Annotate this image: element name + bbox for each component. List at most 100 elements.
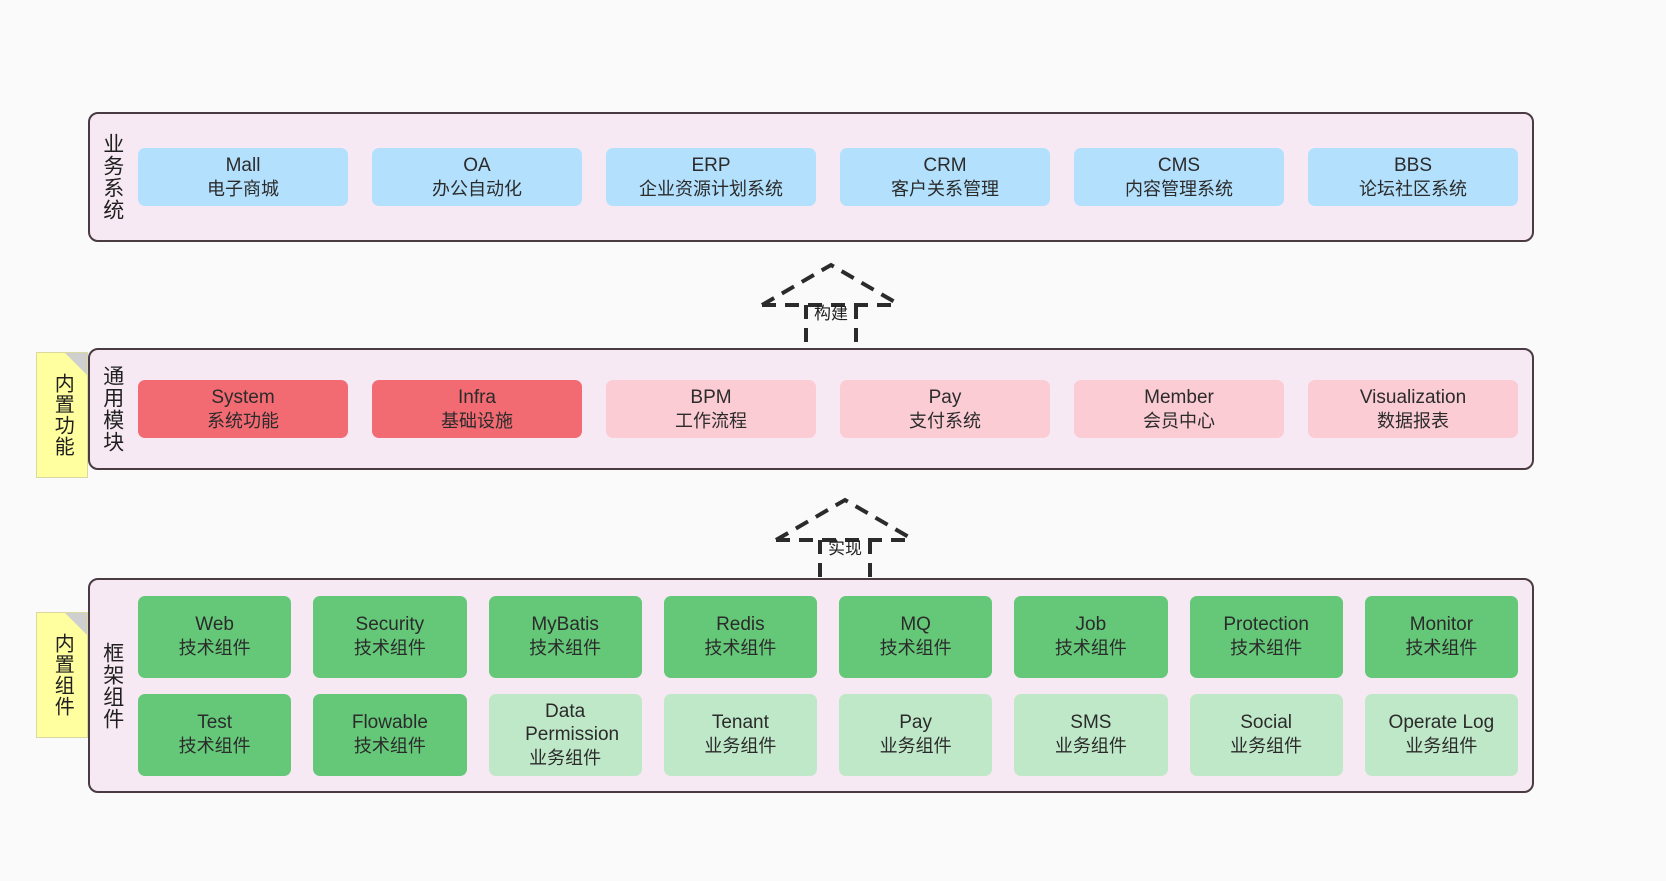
node-security-desc: 技术组件 — [353, 638, 426, 659]
node-pay-module[interactable]: Pay 支付系统 — [840, 379, 1050, 439]
node-redis[interactable]: Redis 技术组件 — [663, 595, 817, 678]
layer-business-systems-label: 业务系统 — [100, 133, 124, 221]
node-test-title: Test — [197, 712, 233, 734]
node-bbs[interactable]: BBS 论坛社区系统 — [1308, 147, 1518, 207]
node-mall[interactable]: Mall 电子商城 — [138, 147, 348, 207]
node-oa-title: OA — [463, 154, 491, 176]
node-security[interactable]: Security 技术组件 — [313, 595, 467, 678]
node-redis-desc: 技术组件 — [704, 638, 777, 659]
node-bpm-title: BPM — [690, 386, 732, 408]
node-visualization[interactable]: Visualization 数据报表 — [1308, 379, 1518, 439]
node-crm[interactable]: CRM 客户关系管理 — [840, 147, 1050, 207]
node-flowable-title: Flowable — [351, 712, 428, 734]
node-member[interactable]: Member 会员中心 — [1074, 379, 1284, 439]
node-redis-title: Redis — [716, 614, 765, 636]
layer-common-modules-body: System 系统功能 Infra 基础设施 BPM 工作流程 Pay 支付系统… — [134, 350, 1532, 468]
node-monitor[interactable]: Monitor 技术组件 — [1364, 595, 1518, 678]
note-fold-corner-icon — [65, 613, 87, 635]
layer-common-modules-label: 通用模块 — [100, 365, 124, 453]
node-data-permission-title: Data Permission — [525, 700, 620, 746]
layer-common-modules[interactable]: 通用模块 System 系统功能 Infra 基础设施 BPM 工作流程 Pay — [88, 348, 1534, 470]
note-builtin-components-label: 内置组件 — [51, 633, 74, 717]
node-bpm-desc: 工作流程 — [675, 410, 747, 431]
node-erp[interactable]: ERP 企业资源计划系统 — [606, 147, 816, 207]
node-mybatis-title: MyBatis — [531, 614, 599, 636]
connector-implement-glyph — [774, 497, 916, 590]
connector-implement: 实现 — [760, 490, 930, 590]
layer-framework-components[interactable]: 框架组件 Web 技术组件 Security 技术组件 MyBatis 技术组件… — [88, 578, 1534, 793]
node-tenant-title: Tenant — [711, 712, 769, 734]
node-cms-desc: 内容管理系统 — [1125, 178, 1233, 199]
node-job[interactable]: Job 技术组件 — [1014, 595, 1168, 678]
node-mq-title: MQ — [900, 614, 931, 636]
node-flowable[interactable]: Flowable 技术组件 — [313, 693, 467, 776]
node-crm-title: CRM — [923, 154, 967, 176]
node-data-permission-desc: 业务组件 — [529, 748, 602, 768]
note-builtin-features-label: 内置功能 — [51, 373, 74, 457]
node-tenant[interactable]: Tenant 业务组件 — [663, 693, 817, 776]
node-erp-desc: 企业资源计划系统 — [639, 178, 783, 199]
node-pay-module-title: Pay — [928, 386, 962, 408]
node-cms-title: CMS — [1157, 154, 1201, 176]
node-bbs-desc: 论坛社区系统 — [1359, 178, 1467, 199]
node-web-desc: 技术组件 — [178, 638, 251, 659]
node-pay-component-desc: 业务组件 — [879, 736, 952, 757]
node-infra-title: Infra — [457, 386, 497, 408]
node-visualization-desc: 数据报表 — [1377, 410, 1449, 431]
node-test-desc: 技术组件 — [178, 736, 251, 757]
node-operate-log-title: Operate Log — [1388, 712, 1495, 734]
note-builtin-components[interactable]: 内置组件 — [36, 612, 88, 738]
node-infra[interactable]: Infra 基础设施 — [372, 379, 582, 439]
node-tenant-desc: 业务组件 — [704, 736, 777, 757]
connector-implement-label: 实现 — [828, 539, 862, 558]
node-operate-log[interactable]: Operate Log 业务组件 — [1364, 693, 1518, 776]
node-social-desc: 业务组件 — [1230, 736, 1303, 757]
node-system-desc: 系统功能 — [207, 410, 279, 431]
connector-build: 构建 — [746, 255, 916, 355]
node-mq-desc: 技术组件 — [879, 638, 952, 659]
node-cms[interactable]: CMS 内容管理系统 — [1074, 147, 1284, 207]
layer-framework-components-label: 框架组件 — [100, 641, 124, 730]
node-infra-desc: 基础设施 — [441, 410, 513, 431]
framework-row-business: Test 技术组件 Flowable 技术组件 Data Permission … — [138, 693, 1518, 776]
common-modules-row: System 系统功能 Infra 基础设施 BPM 工作流程 Pay 支付系统… — [138, 379, 1518, 439]
node-member-title: Member — [1144, 386, 1214, 408]
layer-business-systems-body: Mall 电子商城 OA 办公自动化 ERP 企业资源计划系统 CRM 客户关系… — [134, 114, 1532, 240]
node-web-title: Web — [195, 614, 234, 636]
node-sms[interactable]: SMS 业务组件 — [1014, 693, 1168, 776]
node-test[interactable]: Test 技术组件 — [138, 693, 292, 776]
node-data-permission[interactable]: Data Permission 业务组件 — [488, 693, 642, 776]
node-flowable-desc: 技术组件 — [353, 736, 426, 757]
node-sms-desc: 业务组件 — [1054, 736, 1127, 757]
node-web[interactable]: Web 技术组件 — [138, 595, 292, 678]
node-protection-title: Protection — [1223, 614, 1309, 636]
node-mybatis[interactable]: MyBatis 技术组件 — [488, 595, 642, 678]
node-sms-title: SMS — [1070, 712, 1112, 734]
node-pay-component-title: Pay — [899, 712, 932, 734]
node-monitor-desc: 技术组件 — [1405, 638, 1478, 659]
node-bbs-title: BBS — [1393, 154, 1433, 176]
note-fold-corner-icon — [65, 353, 87, 375]
node-mall-title: Mall — [225, 154, 261, 176]
note-builtin-features[interactable]: 内置功能 — [36, 352, 88, 478]
node-crm-desc: 客户关系管理 — [891, 178, 999, 199]
node-erp-title: ERP — [691, 154, 731, 176]
node-oa[interactable]: OA 办公自动化 — [372, 147, 582, 207]
node-system[interactable]: System 系统功能 — [138, 379, 348, 439]
node-monitor-title: Monitor — [1409, 614, 1474, 636]
node-social[interactable]: Social 业务组件 — [1189, 693, 1343, 776]
node-operate-log-desc: 业务组件 — [1405, 736, 1478, 757]
node-mall-desc: 电子商城 — [207, 178, 279, 199]
node-protection[interactable]: Protection 技术组件 — [1189, 595, 1343, 678]
node-member-desc: 会员中心 — [1143, 410, 1215, 431]
business-systems-row: Mall 电子商城 OA 办公自动化 ERP 企业资源计划系统 CRM 客户关系… — [138, 147, 1518, 207]
layer-business-systems[interactable]: 业务系统 Mall 电子商城 OA 办公自动化 ERP 企业资源计划系统 CRM — [88, 112, 1534, 242]
node-visualization-title: Visualization — [1359, 386, 1467, 408]
node-protection-desc: 技术组件 — [1230, 638, 1303, 659]
node-mq[interactable]: MQ 技术组件 — [839, 595, 993, 678]
node-bpm[interactable]: BPM 工作流程 — [606, 379, 816, 439]
node-job-title: Job — [1075, 614, 1107, 636]
framework-row-technical: Web 技术组件 Security 技术组件 MyBatis 技术组件 Redi… — [138, 595, 1518, 678]
node-pay-component[interactable]: Pay 业务组件 — [839, 693, 993, 776]
